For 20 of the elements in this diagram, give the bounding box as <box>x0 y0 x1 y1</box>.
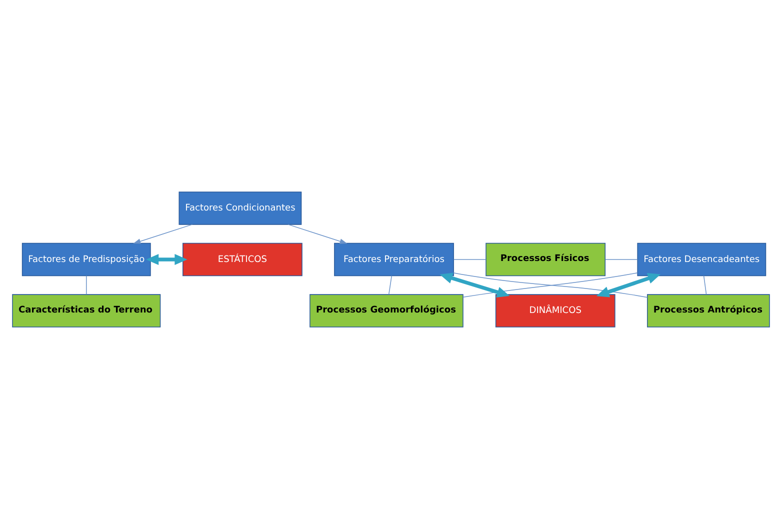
connector <box>388 275 392 295</box>
connector <box>453 259 486 260</box>
connector <box>703 275 707 295</box>
node-box: Processos Antrópicos <box>646 294 770 328</box>
node-box: Factores Desencadeantes <box>637 242 766 276</box>
node-box: Processos Geomorfológicos <box>310 294 464 328</box>
arrow <box>133 224 193 244</box>
arrow <box>146 254 188 266</box>
connector <box>604 259 638 260</box>
arrow <box>596 273 661 298</box>
node-box: ESTÁTICOS <box>182 242 302 276</box>
connector <box>86 275 87 295</box>
node-box: Características do Terreno <box>12 294 161 328</box>
node-box: Factores Condicionantes <box>178 192 302 225</box>
arrow <box>440 272 510 298</box>
node-box: DINÂMICOS <box>495 294 616 328</box>
node-box: Factores Preparatórios <box>334 242 454 276</box>
arrow <box>288 224 348 244</box>
node-box: Factores de Predisposição <box>22 242 151 276</box>
node-box: Processos Físicos <box>486 242 606 276</box>
